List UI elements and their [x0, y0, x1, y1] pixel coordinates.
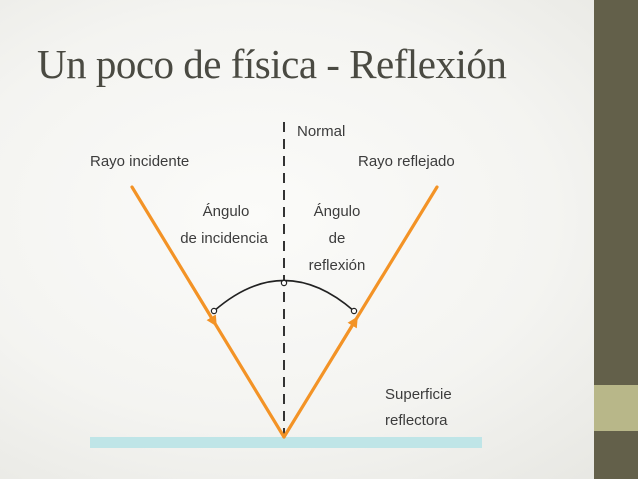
- surface-label-line-1: Superficie: [385, 386, 452, 403]
- reflected-ray-label: Rayo reflejado: [358, 153, 455, 170]
- incidence-angle-label-line-1: Ángulo: [203, 203, 250, 220]
- reflected-ray-arrow: [332, 316, 358, 357]
- reflection-angle-label-line-1: Ángulo: [314, 203, 361, 220]
- incidence-angle-label-line-2: de incidencia: [180, 230, 268, 247]
- reflecting-surface: [90, 437, 482, 448]
- reflection-angle-label-line-2: de: [329, 230, 346, 247]
- incident-ray-arrow: [188, 281, 217, 327]
- incident-ray-label: Rayo incidente: [90, 153, 189, 170]
- side-decor-block: [594, 385, 638, 431]
- arc-endpoint-right: [350, 307, 358, 315]
- reflected-ray: [282, 185, 439, 439]
- page-title: Un poco de física - Reflexión: [37, 41, 507, 87]
- normal-label: Normal: [297, 123, 345, 140]
- reflection-angle-label-line-3: reflexión: [309, 257, 366, 274]
- surface-label-line-2: reflectora: [385, 412, 448, 429]
- arc-endpoint-left: [210, 307, 218, 315]
- arc-top-point: [280, 279, 288, 287]
